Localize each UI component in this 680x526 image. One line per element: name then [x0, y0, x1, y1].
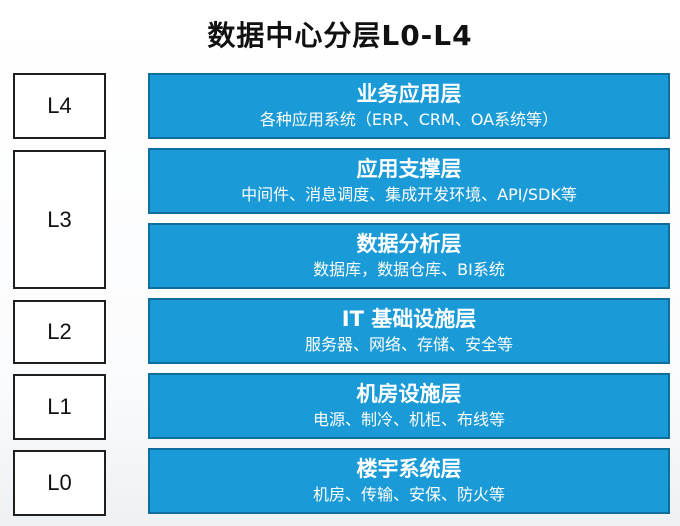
layer-name: 数据分析层 [356, 232, 462, 256]
level-box-l2: L2 [13, 300, 106, 364]
layer-description: 电源、制冷、机柜、布线等 [312, 410, 505, 429]
layer-description: 数据库，数据仓库、BI系统 [313, 260, 505, 279]
layer-facility: 机房设施层 电源、制冷、机柜、布线等 [148, 373, 670, 439]
layer-application-support: 应用支撑层 中间件、消息调度、集成开发环境、API/SDK等 [148, 148, 670, 214]
layer-building-system: 楼宇系统层 机房、传输、安保、防火等 [148, 448, 670, 514]
layer-name: IT 基础设施层 [341, 307, 477, 331]
layer-data-analysis: 数据分析层 数据库，数据仓库、BI系统 [148, 223, 670, 289]
layer-description: 服务器、网络、存储、安全等 [304, 335, 513, 354]
diagram-title: 数据中心分层L0-L4 [207, 19, 473, 52]
level-box-l4: L4 [13, 73, 106, 139]
level-box-l0: L0 [13, 450, 106, 516]
level-box-l1: L1 [13, 374, 106, 440]
layer-name: 应用支撑层 [356, 157, 462, 181]
layer-name: 机房设施层 [356, 382, 462, 406]
layer-business-application: 业务应用层 各种应用系统（ERP、CRM、OA系统等） [148, 73, 670, 139]
layer-description: 机房、传输、安保、防火等 [312, 485, 505, 504]
layer-name: 楼宇系统层 [356, 457, 462, 481]
layer-it-infrastructure: IT 基础设施层 服务器、网络、存储、安全等 [148, 298, 670, 364]
level-box-l3: L3 [13, 150, 106, 289]
layer-description: 各种应用系统（ERP、CRM、OA系统等） [259, 110, 559, 129]
layer-description: 中间件、消息调度、集成开发环境、API/SDK等 [241, 185, 577, 204]
layer-name: 业务应用层 [356, 82, 462, 106]
